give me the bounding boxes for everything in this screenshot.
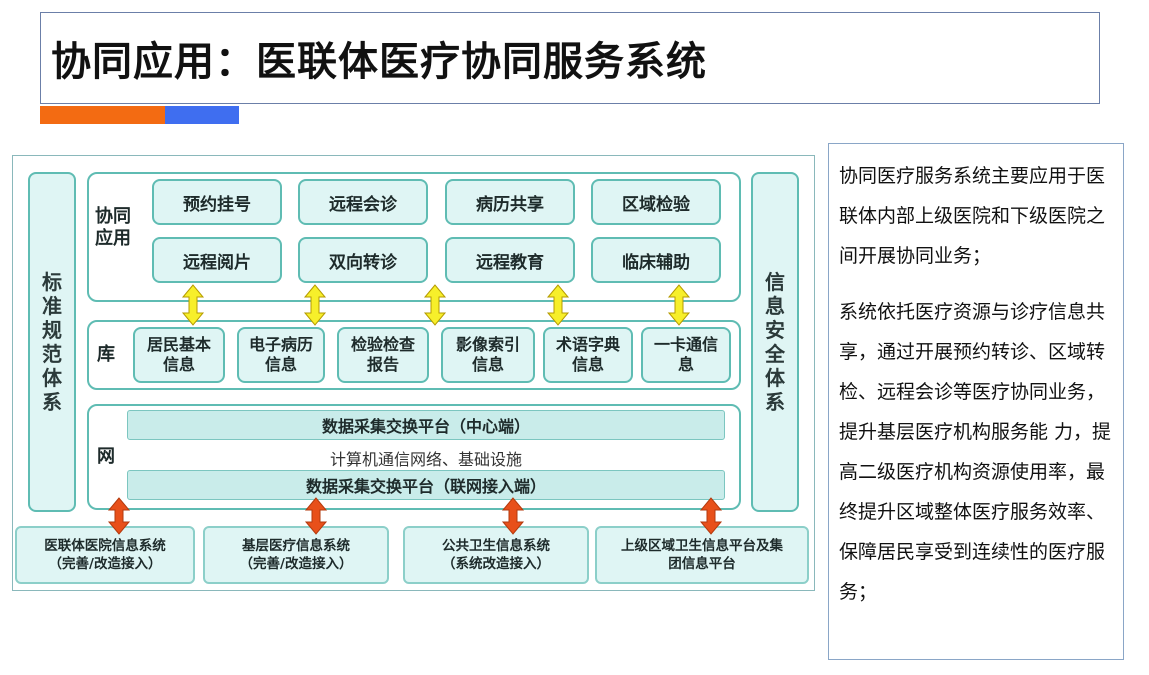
- source-system-note: （系统改造接入）: [442, 556, 550, 572]
- standard-system-pillar: 标准规范体系: [28, 172, 76, 512]
- app-group-label: 协同应用: [95, 206, 131, 249]
- network-group-label: 网: [97, 446, 115, 467]
- source-system-name: 上级区域卫生信息平台及集: [621, 538, 783, 554]
- library-group-label: 库: [97, 344, 115, 365]
- app-item: 区域检验: [591, 179, 721, 225]
- arrow-layer: [108, 284, 722, 535]
- double-arrow-icon: [108, 497, 130, 535]
- description-paragraph-1: 协同医疗服务系统主要应用于医联体内部上级医院和下级医院之间开展协同业务；: [839, 165, 1106, 267]
- source-system: 医联体医院信息系统 （完善/改造接入）: [15, 526, 195, 584]
- security-system-label: 信息安全体系: [765, 270, 785, 414]
- description-box: 协同医疗服务系统主要应用于医联体内部上级医院和下级医院之间开展协同业务； 系统依…: [828, 143, 1124, 660]
- app-item: 病历共享: [445, 179, 575, 225]
- source-system: 上级区域卫生信息平台及集团信息平台: [595, 526, 809, 584]
- platform-edge: 数据采集交换平台（联网接入端）: [127, 470, 725, 500]
- library-item: 电子病历信息: [237, 327, 325, 383]
- double-arrow-icon: [700, 497, 722, 535]
- double-arrow-icon: [424, 284, 446, 326]
- accent-bar-orange: [40, 106, 165, 124]
- architecture-diagram: 标准规范体系 信息安全体系 协同应用 预约挂号 远程会诊 病历共享 区域检验 远…: [12, 155, 815, 591]
- network-infrastructure-text: 计算机通信网络、基础设施: [329, 450, 522, 469]
- accent-bar-blue: [165, 106, 239, 124]
- double-arrow-icon: [304, 284, 326, 326]
- source-system: 公共卫生信息系统 （系统改造接入）: [403, 526, 589, 584]
- source-system-name: 公共卫生信息系统: [442, 538, 550, 554]
- platform-center: 数据采集交换平台（中心端）: [127, 410, 725, 440]
- library-item: 居民基本信息: [133, 327, 225, 383]
- standard-system-label: 标准规范体系: [42, 270, 62, 414]
- library-item: 一卡通信息: [641, 327, 731, 383]
- app-item: 远程会诊: [298, 179, 428, 225]
- double-arrow-icon: [668, 284, 690, 326]
- double-arrow-icon: [547, 284, 569, 326]
- library-item-label: 电子病历信息: [249, 335, 314, 374]
- library-item: 术语字典信息: [543, 327, 633, 383]
- library-item: 检验检查报告: [337, 327, 429, 383]
- library-item: 影像索引信息: [441, 327, 535, 383]
- source-system-note: （完善/改造接入）: [239, 556, 353, 572]
- library-item-label: 术语字典信息: [556, 335, 621, 374]
- app-item: 临床辅助: [591, 237, 721, 283]
- library-item-label: 检验检查报告: [350, 335, 415, 374]
- title-box: 协同应用：医联体医疗协同服务系统: [40, 12, 1100, 104]
- description-paragraph-2: 系统依托医疗资源与诊疗信息共享，通过开展预约转诊、区域转检、远程会诊等医疗协同业…: [839, 301, 1112, 603]
- app-item: 远程阅片: [152, 237, 282, 283]
- app-item: 远程教育: [445, 237, 575, 283]
- library-item-label: 一卡通信息: [654, 335, 719, 374]
- double-arrow-icon: [182, 284, 204, 326]
- source-system-name: 医联体医院信息系统: [44, 538, 166, 554]
- page-title: 协同应用：医联体医疗协同服务系统: [51, 39, 707, 85]
- security-system-pillar: 信息安全体系: [751, 172, 799, 512]
- library-item-label: 影像索引信息: [455, 335, 520, 374]
- library-item-label: 居民基本信息: [146, 335, 211, 374]
- source-system-note: 团信息平台: [668, 556, 736, 572]
- source-system-name: 基层医疗信息系统: [242, 538, 350, 554]
- source-system: 基层医疗信息系统 （完善/改造接入）: [203, 526, 389, 584]
- double-arrow-icon: [502, 497, 524, 535]
- double-arrow-icon: [305, 497, 327, 535]
- app-item: 预约挂号: [152, 179, 282, 225]
- source-system-note: （完善/改造接入）: [48, 556, 162, 572]
- app-item: 双向转诊: [298, 237, 428, 283]
